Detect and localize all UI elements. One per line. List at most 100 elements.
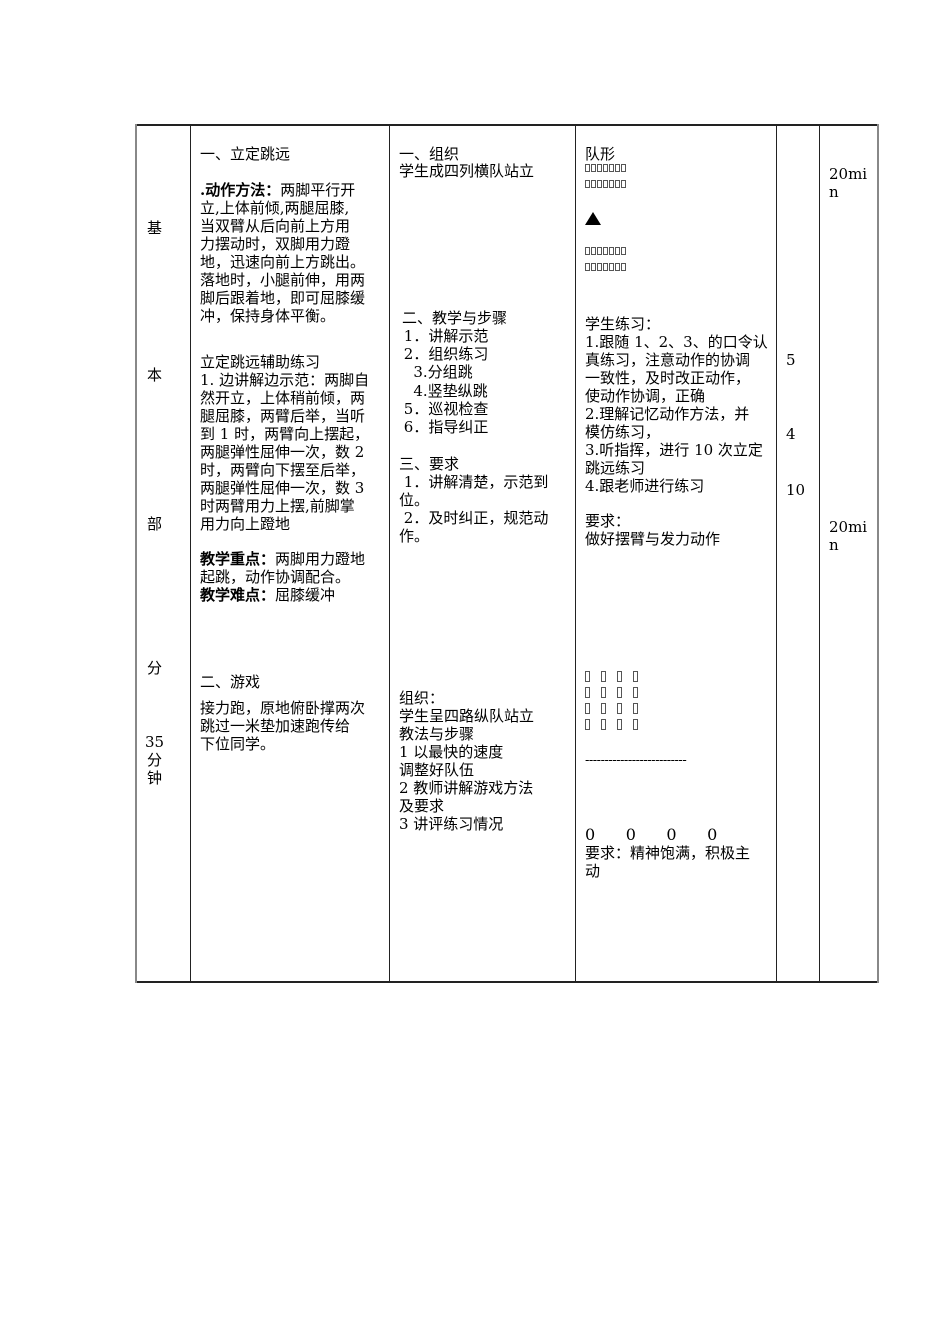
steps-title: 二、教学与步骤 xyxy=(402,309,508,327)
req-line-2: 位。 xyxy=(399,491,430,509)
aux-line-4: 到 1 时，两臂向上摆起， xyxy=(200,425,370,443)
org-title: 一、组织 xyxy=(399,145,460,163)
game-formation-row-3 xyxy=(585,703,649,714)
aux-line-1: 1. 边讲解边示范：两脚自 xyxy=(200,371,370,389)
duration-char-2: 钟 xyxy=(147,769,163,787)
step-5: 5．巡视检查 xyxy=(399,400,489,418)
game-line-2: 跳过一米垫加速跑传给 xyxy=(200,717,351,735)
method-line-6: 落地时，小腿前伸，用两 xyxy=(200,271,366,289)
lesson-plan-table: 基 本 部 分 35 分 钟 一、立定跳远 .动作方法：两脚平行开 立,上体前倾… xyxy=(135,124,879,983)
section-char-3: 部 xyxy=(147,515,163,533)
cone-markers: 0 0 0 0 xyxy=(585,825,718,844)
section-column: 基 本 部 分 35 分 钟 xyxy=(135,124,191,983)
game-org-line-8: 3 讲评练习情况 xyxy=(399,815,504,833)
aux-line-2: 然开立，上体稍前倾，两 xyxy=(200,389,366,407)
practice-line-7: 模仿练习， xyxy=(585,423,661,441)
key-point-line-2: 起跳，动作协调配合。 xyxy=(200,568,351,586)
duration-number: 35 xyxy=(145,733,165,751)
game-org-line-3: 教法与步骤 xyxy=(399,725,475,743)
req-title: 三、要求 xyxy=(399,455,460,473)
section-char-2: 本 xyxy=(147,366,163,384)
practice-line-8: 3.听指挥，进行 10 次立定 xyxy=(585,441,763,459)
student-activity-column: 队形 学生练习： 1.跟随 1、2、3、的口令认 真练习，注意动作的协调 一致性… xyxy=(575,124,777,983)
finish-line-dashes: -------------------------- xyxy=(585,753,687,768)
method-label: .动作方法： xyxy=(200,181,281,199)
game-org-line-7: 及要求 xyxy=(399,797,445,815)
time-1-line-1: 20mi xyxy=(829,165,868,183)
count-column: 5 4 10 xyxy=(776,124,820,983)
formation-row-4 xyxy=(585,263,627,273)
duration-char-1: 分 xyxy=(147,751,163,769)
aux-line-6: 时，两臂向下摆至后举， xyxy=(200,461,366,479)
aux-line-7: 两腿弹性屈伸一次，数 3 xyxy=(200,479,365,497)
aux-line-3: 腿屈膝，两臂后举，当听 xyxy=(200,407,366,425)
game-req-line-1: 要求：精神饱满，积极主 xyxy=(585,844,751,862)
method-line-8: 冲，保持身体平衡。 xyxy=(200,307,336,325)
game-line-3: 下位同学。 xyxy=(200,735,276,753)
req-line-1: 1．讲解清楚，示范到 xyxy=(399,473,549,491)
part2-title: 二、游戏 xyxy=(200,673,261,691)
step-1: 1．讲解示范 xyxy=(399,327,489,345)
game-org-line-6: 2 教师讲解游戏方法 xyxy=(399,779,534,797)
practice-line-1: 学生练习： xyxy=(585,315,661,333)
method-line-3: 当双臂从后向前上方用 xyxy=(200,217,351,235)
aux-title: 立定跳远辅助练习 xyxy=(200,353,321,371)
game-formation-row-2 xyxy=(585,687,649,698)
practice-line-10: 4.跟老师进行练习 xyxy=(585,477,705,495)
method-line-1: 两脚平行开 xyxy=(280,181,356,199)
step-2: 2．组织练习 xyxy=(399,345,489,363)
aux-line-5: 两腿弹性屈伸一次，数 2 xyxy=(200,443,365,461)
difficulty-text: 屈膝缓冲 xyxy=(275,586,336,604)
content-column: 一、立定跳远 .动作方法：两脚平行开 立,上体前倾,两腿屈膝, 当双臂从后向前上… xyxy=(190,124,390,983)
part1-title: 一、立定跳远 xyxy=(200,145,291,163)
key-point-line-1: 两脚用力蹬地 xyxy=(275,550,366,568)
time-2-line-2: n xyxy=(829,536,839,554)
game-org-line-4: 1 以最快的速度 xyxy=(399,743,504,761)
count-2: 4 xyxy=(786,425,796,443)
practice-line-4: 一致性，及时改正动作， xyxy=(585,369,751,387)
practice-line-3: 真练习，注意动作的协调 xyxy=(585,351,751,369)
step-4: 4.竖垫纵跳 xyxy=(399,382,488,400)
formation-row-1 xyxy=(585,164,627,174)
teacher-triangle-icon xyxy=(585,212,601,225)
game-formation-row-4 xyxy=(585,719,649,730)
practice-req-title: 要求： xyxy=(585,512,631,530)
aux-line-9: 用力向上蹬地 xyxy=(200,515,291,533)
game-formation-row-1 xyxy=(585,671,649,682)
game-org-line-2: 学生呈四路纵队站立 xyxy=(399,707,535,725)
method-line-7: 脚后跟着地，即可屈膝缓 xyxy=(200,289,366,307)
game-line-1: 接力跑，原地俯卧撑两次 xyxy=(200,699,366,717)
count-3: 10 xyxy=(786,481,806,499)
practice-line-6: 2.理解记忆动作方法，并 xyxy=(585,405,750,423)
method-block: .动作方法：两脚平行开 xyxy=(200,181,385,199)
time-2-line-1: 20mi xyxy=(829,518,868,536)
practice-line-5: 使动作协调，正确 xyxy=(585,387,706,405)
difficulty-label: 教学难点： xyxy=(200,586,276,604)
step-6: 6．指导纠正 xyxy=(399,418,489,436)
step-3: 3.分组跳 xyxy=(399,363,473,381)
method-line-5: 地，迅速向前上方跳出。 xyxy=(200,253,366,271)
organization-column: 一、组织 学生成四列横队站立 二、教学与步骤 1．讲解示范 2．组织练习 3.分… xyxy=(389,124,576,983)
formation-row-2 xyxy=(585,180,627,190)
section-char-4: 分 xyxy=(147,659,163,677)
time-1-line-2: n xyxy=(829,183,839,201)
org-text: 学生成四列横队站立 xyxy=(399,162,535,180)
key-point-label: 教学重点： xyxy=(200,550,276,568)
formation-row-3 xyxy=(585,247,627,257)
formation-title: 队形 xyxy=(585,145,616,163)
game-req-line-2: 动 xyxy=(585,862,601,880)
section-char-1: 基 xyxy=(147,219,163,237)
practice-line-2: 1.跟随 1、2、3、的口令认 xyxy=(585,333,768,351)
game-org-line-1: 组织： xyxy=(399,689,445,707)
practice-req-text: 做好摆臂与发力动作 xyxy=(585,530,721,548)
key-point: 教学重点：两脚用力蹬地 xyxy=(200,550,365,568)
practice-line-9: 跳远练习 xyxy=(585,459,646,477)
method-line-2: 立,上体前倾,两腿屈膝, xyxy=(200,199,350,217)
req-line-3: 2．及时纠正，规范动 xyxy=(399,509,549,527)
aux-line-8: 时两臂用力上摆,前脚掌 xyxy=(200,497,355,515)
count-1: 5 xyxy=(786,351,796,369)
method-line-4: 力摆动时，双脚用力蹬 xyxy=(200,235,351,253)
game-org-line-5: 调整好队伍 xyxy=(399,761,475,779)
time-column: 20mi n 20mi n xyxy=(819,124,879,983)
